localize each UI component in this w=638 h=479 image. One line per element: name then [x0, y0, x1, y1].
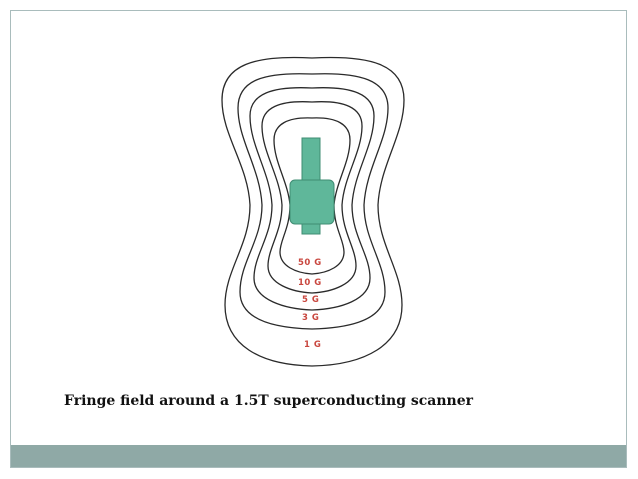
- label-1g: 1 G: [304, 340, 321, 350]
- slide-frame: [10, 10, 627, 468]
- magnet-body: [289, 179, 335, 225]
- label-3g: 3 G: [302, 313, 319, 323]
- footer-bar: [11, 445, 626, 467]
- contour-5g: [249, 87, 375, 311]
- contour-1g: [221, 56, 405, 367]
- contour-3g: [237, 73, 389, 330]
- contour-50g: [273, 117, 351, 275]
- label-5g: 5 G: [302, 295, 319, 305]
- label-50g: 50 G: [298, 258, 322, 268]
- label-10g: 10 G: [298, 278, 322, 288]
- contour-10g: [261, 101, 363, 294]
- slide-caption: Fringe field around a 1.5T superconducti…: [64, 393, 474, 409]
